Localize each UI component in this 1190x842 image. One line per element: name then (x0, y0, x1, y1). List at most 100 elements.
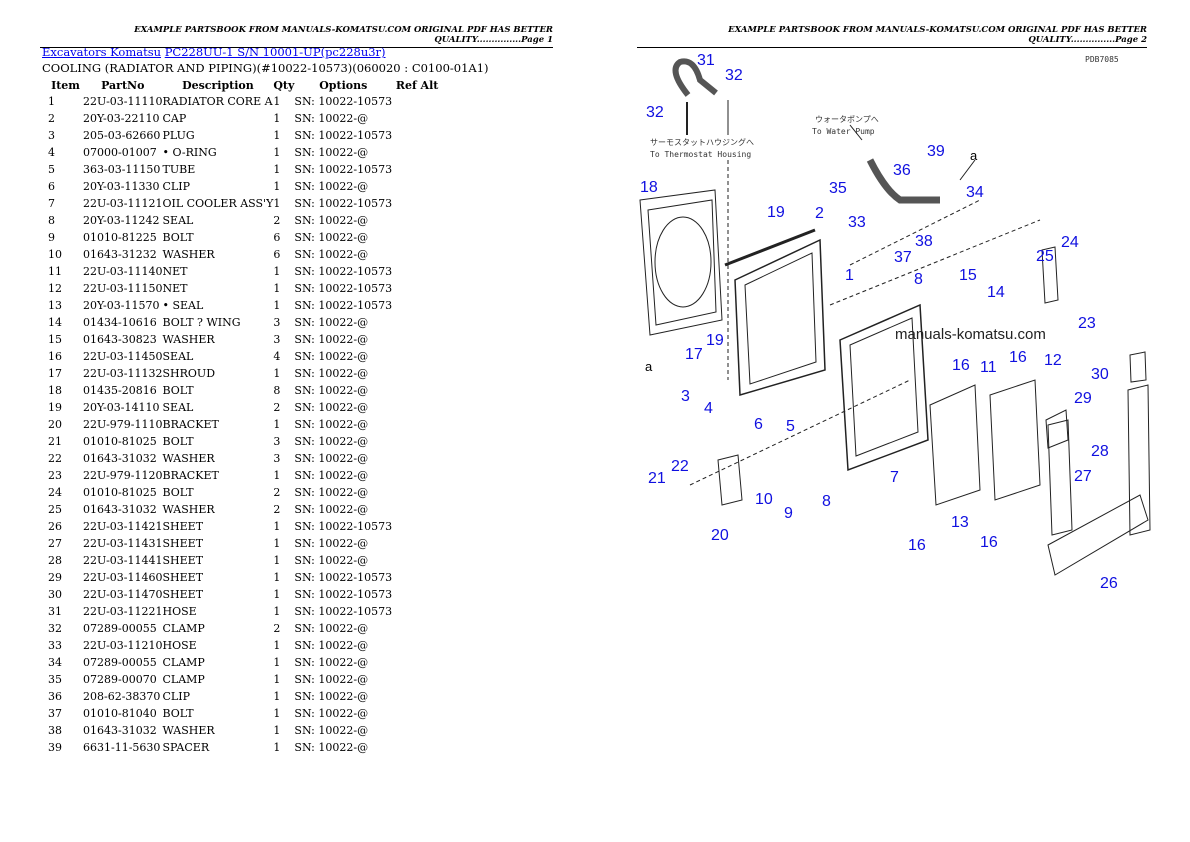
table-cell: 1 (273, 197, 281, 210)
table-cell (392, 297, 442, 314)
table-cell: 1 (273, 146, 281, 159)
table-cell: SN: 10022-@ (294, 316, 369, 329)
table-cell: SN: 10022-10573 (294, 197, 393, 210)
table-cell: WASHER (162, 724, 215, 737)
table-cell: SN: 10022-@ (294, 112, 369, 125)
column-header: Ref Alt (395, 78, 439, 92)
table-cell: BRACKET (162, 418, 219, 431)
table-cell: 12 (48, 282, 62, 295)
table-cell (392, 450, 442, 467)
callout-25: 25 (1036, 248, 1054, 265)
table-cell: SEAL (162, 350, 194, 363)
table-cell: SN: 10022-@ (294, 367, 369, 380)
table-cell: 01643-31032 (83, 724, 157, 737)
table-cell: 22U-03-11121 (83, 197, 163, 210)
callout-20: 20 (711, 527, 729, 544)
callout-30: 30 (1091, 366, 1109, 383)
table-cell (392, 161, 442, 178)
table-cell: SN: 10022-@ (294, 333, 369, 346)
table-cell: BOLT ? WING (162, 316, 241, 329)
table-cell: 1 (273, 554, 281, 567)
table-cell: 4 (48, 146, 55, 159)
table-cell: SN: 10022-@ (294, 214, 369, 227)
breadcrumb-model-link[interactable]: PC228UU-1 S/N 10001-UP(pc228u3r) (164, 45, 386, 59)
callout-21: 21 (648, 470, 666, 487)
column-header: PartNo (101, 78, 145, 92)
table-cell (392, 535, 442, 552)
column-header: Description (182, 78, 254, 92)
table-cell: SN: 10022-@ (294, 741, 369, 754)
table-cell: TUBE (162, 163, 196, 176)
callout-13: 13 (951, 514, 969, 531)
table-cell: 22U-03-11221 (83, 605, 163, 618)
table-cell: BOLT (162, 707, 194, 720)
table-cell: 01010-81025 (83, 486, 157, 499)
table-cell: 6 (273, 248, 281, 261)
table-cell: WASHER (162, 452, 215, 465)
table-cell: 4 (273, 350, 281, 363)
table-cell: SN: 10022-10573 (294, 299, 393, 312)
table-cell: 24 (48, 486, 62, 499)
table-cell: 01643-31032 (83, 452, 157, 465)
table-cell: 1 (273, 95, 281, 108)
table-cell: 01435-20816 (83, 384, 157, 397)
table-cell (392, 399, 442, 416)
callout-17: 17 (685, 346, 703, 363)
callout-23: 23 (1078, 315, 1096, 332)
callout-9: 9 (784, 505, 793, 522)
column-header: Options (319, 78, 368, 92)
callout-8: 8 (914, 271, 923, 288)
callout-38: 38 (915, 233, 933, 250)
table-cell (392, 314, 442, 331)
callout-7: 7 (890, 469, 899, 486)
table-cell: 1 (273, 537, 281, 550)
table-cell (392, 263, 442, 280)
table-cell: BOLT (162, 486, 194, 499)
callout-10: 10 (755, 491, 773, 508)
table-cell: 1 (273, 656, 281, 669)
table-cell (392, 552, 442, 569)
callout-12: 12 (1044, 352, 1062, 369)
table-cell: SN: 10022-10573 (294, 265, 393, 278)
table-cell: SHEET (162, 571, 204, 584)
table-cell: NET (162, 282, 188, 295)
breadcrumb-brand-link[interactable]: Excavators Komatsu (42, 45, 162, 59)
table-cell (392, 246, 442, 263)
table-cell: 1 (273, 724, 281, 737)
table-cell: SN: 10022-@ (294, 469, 369, 482)
table-cell (392, 569, 442, 586)
table-cell: 38 (48, 724, 62, 737)
table-cell: 1 (273, 265, 281, 278)
breadcrumb: Excavators Komatsu PC228UU-1 S/N 10001-U… (42, 45, 386, 59)
table-cell: SHEET (162, 554, 204, 567)
table-cell: BOLT (162, 435, 194, 448)
table-cell: 20Y-03-11330 (83, 180, 160, 193)
table-cell: 17 (48, 367, 62, 380)
table-cell: SN: 10022-@ (294, 435, 369, 448)
table-cell: 1 (273, 469, 281, 482)
table-cell: 20 (48, 418, 62, 431)
table-cell: 363-03-11150 (83, 163, 161, 176)
note-thermostat-en: To Thermostat Housing (650, 150, 751, 159)
callout-39: 39 (927, 143, 945, 160)
table-cell: SN: 10022-@ (294, 673, 369, 686)
table-cell: 1 (273, 163, 281, 176)
table-cell: 27 (48, 537, 62, 550)
table-cell: 1 (273, 129, 281, 142)
table-cell: 1 (273, 367, 281, 380)
table-cell: 3 (273, 435, 281, 448)
